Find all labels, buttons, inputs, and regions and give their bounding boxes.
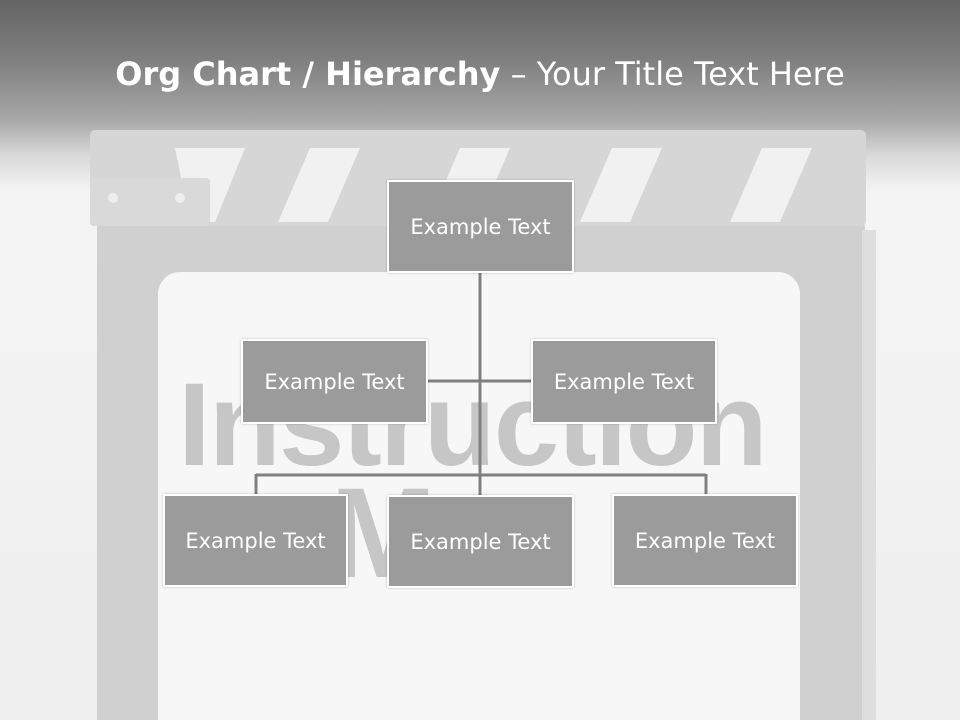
clapper-stripe (580, 148, 662, 222)
org-node-label: Example Text (410, 529, 551, 554)
slide-title-rest: – Your Title Text Here (500, 55, 845, 93)
org-node-label: Example Text (185, 528, 326, 553)
org-node-level2-left[interactable]: Example Text (241, 339, 428, 424)
clapper-hinge (90, 178, 210, 226)
clapper-stripe (278, 148, 360, 222)
clapperboard-shadow (862, 230, 876, 720)
org-node-label: Example Text (264, 369, 405, 394)
org-node-label: Example Text (410, 214, 551, 239)
org-node-level3-left[interactable]: Example Text (163, 494, 348, 587)
org-node-level2-right[interactable]: Example Text (531, 339, 717, 424)
org-node-label: Example Text (553, 369, 695, 394)
org-node-root[interactable]: Example Text (387, 180, 574, 273)
clapper-rivet (175, 193, 185, 203)
clapper-rivet (108, 193, 118, 203)
slide-title-bold: Org Chart / Hierarchy (115, 55, 501, 93)
clapper-stripe (730, 148, 812, 222)
org-node-level3-right[interactable]: Example Text (612, 494, 798, 587)
slide-title[interactable]: Org Chart / Hierarchy – Your Title Text … (0, 55, 960, 93)
org-node-label: Example Text (634, 528, 776, 553)
org-node-level3-center[interactable]: Example Text (387, 495, 574, 588)
